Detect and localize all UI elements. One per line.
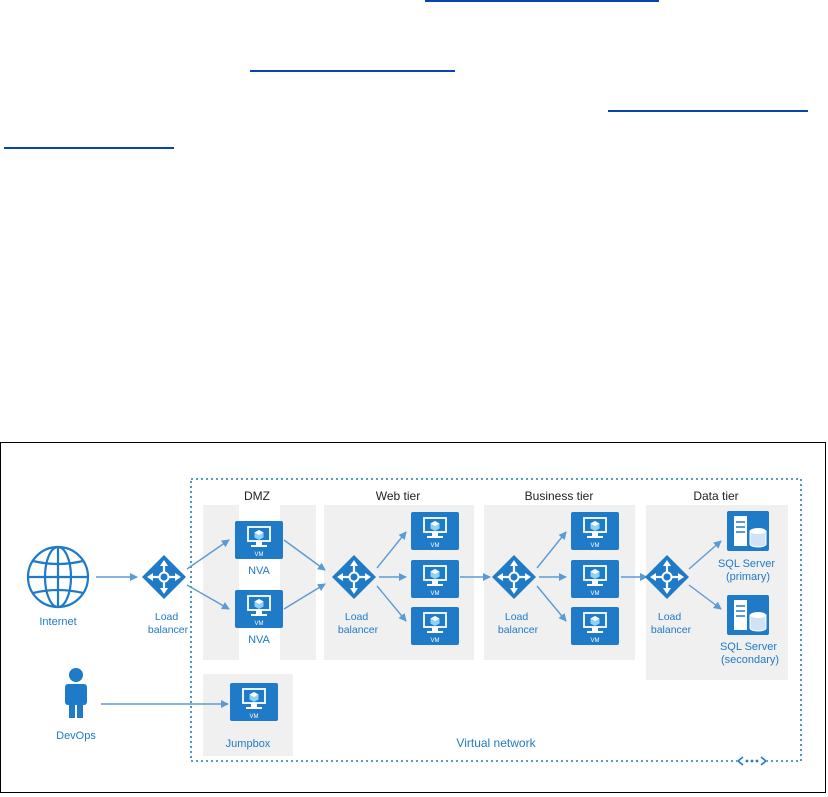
business-tier-heading: Business tier (525, 489, 594, 503)
web-lb-label: Load balancer (338, 611, 379, 636)
devops-label: DevOps (56, 730, 96, 742)
internet-label: Internet (39, 616, 76, 628)
vm-badge: VM (591, 543, 600, 549)
dmz-heading: DMZ (244, 489, 270, 503)
person-icon (65, 668, 87, 718)
vm-badge: VM (431, 638, 440, 644)
architecture-diagram-frame: DMZ Web tier Business tier Data tier Int… (0, 442, 826, 793)
architecture-diagram: DMZ Web tier Business tier Data tier Int… (26, 478, 802, 767)
connectors (96, 531, 722, 708)
hyperlink-underline-3[interactable] (608, 110, 808, 112)
hyperlink-underline-1[interactable] (425, 0, 659, 2)
vnet-icon (736, 755, 768, 767)
dmz-tier (203, 505, 316, 660)
vm-badge: VM (431, 591, 440, 597)
vm-badge: VM (250, 714, 259, 720)
sql-secondary-label: SQL Server (secondary) (720, 641, 780, 666)
vm-badge: VM (591, 638, 600, 644)
virtual-network-boundary (190, 478, 802, 762)
vnet-label: Virtual network (456, 736, 536, 750)
nva-label-2: NVA (248, 634, 270, 646)
vm-badge: VM (255, 621, 264, 627)
hyperlink-underline-4[interactable] (4, 147, 174, 149)
business-lb-label: Load balancer (498, 611, 539, 636)
nva-label-1: NVA (248, 565, 270, 577)
sql-primary-label: SQL Server (primary) (718, 558, 778, 583)
jumpbox-label: Jumpbox (226, 738, 271, 750)
sql-server-icon-secondary (726, 594, 770, 636)
vm-badge: VM (591, 591, 600, 597)
load-balancer-icon (140, 553, 188, 601)
vm-badge: VM (255, 552, 264, 558)
web-tier-heading: Web tier (376, 489, 420, 503)
sql-server-icon-primary (726, 510, 770, 552)
globe-icon (26, 545, 90, 609)
data-tier-heading: Data tier (693, 489, 738, 503)
front-lb-label: Load balancer (148, 611, 189, 636)
hyperlink-underline-2[interactable] (250, 70, 455, 72)
vm-badge: VM (431, 543, 440, 549)
data-lb-label: Load balancer (651, 611, 692, 636)
